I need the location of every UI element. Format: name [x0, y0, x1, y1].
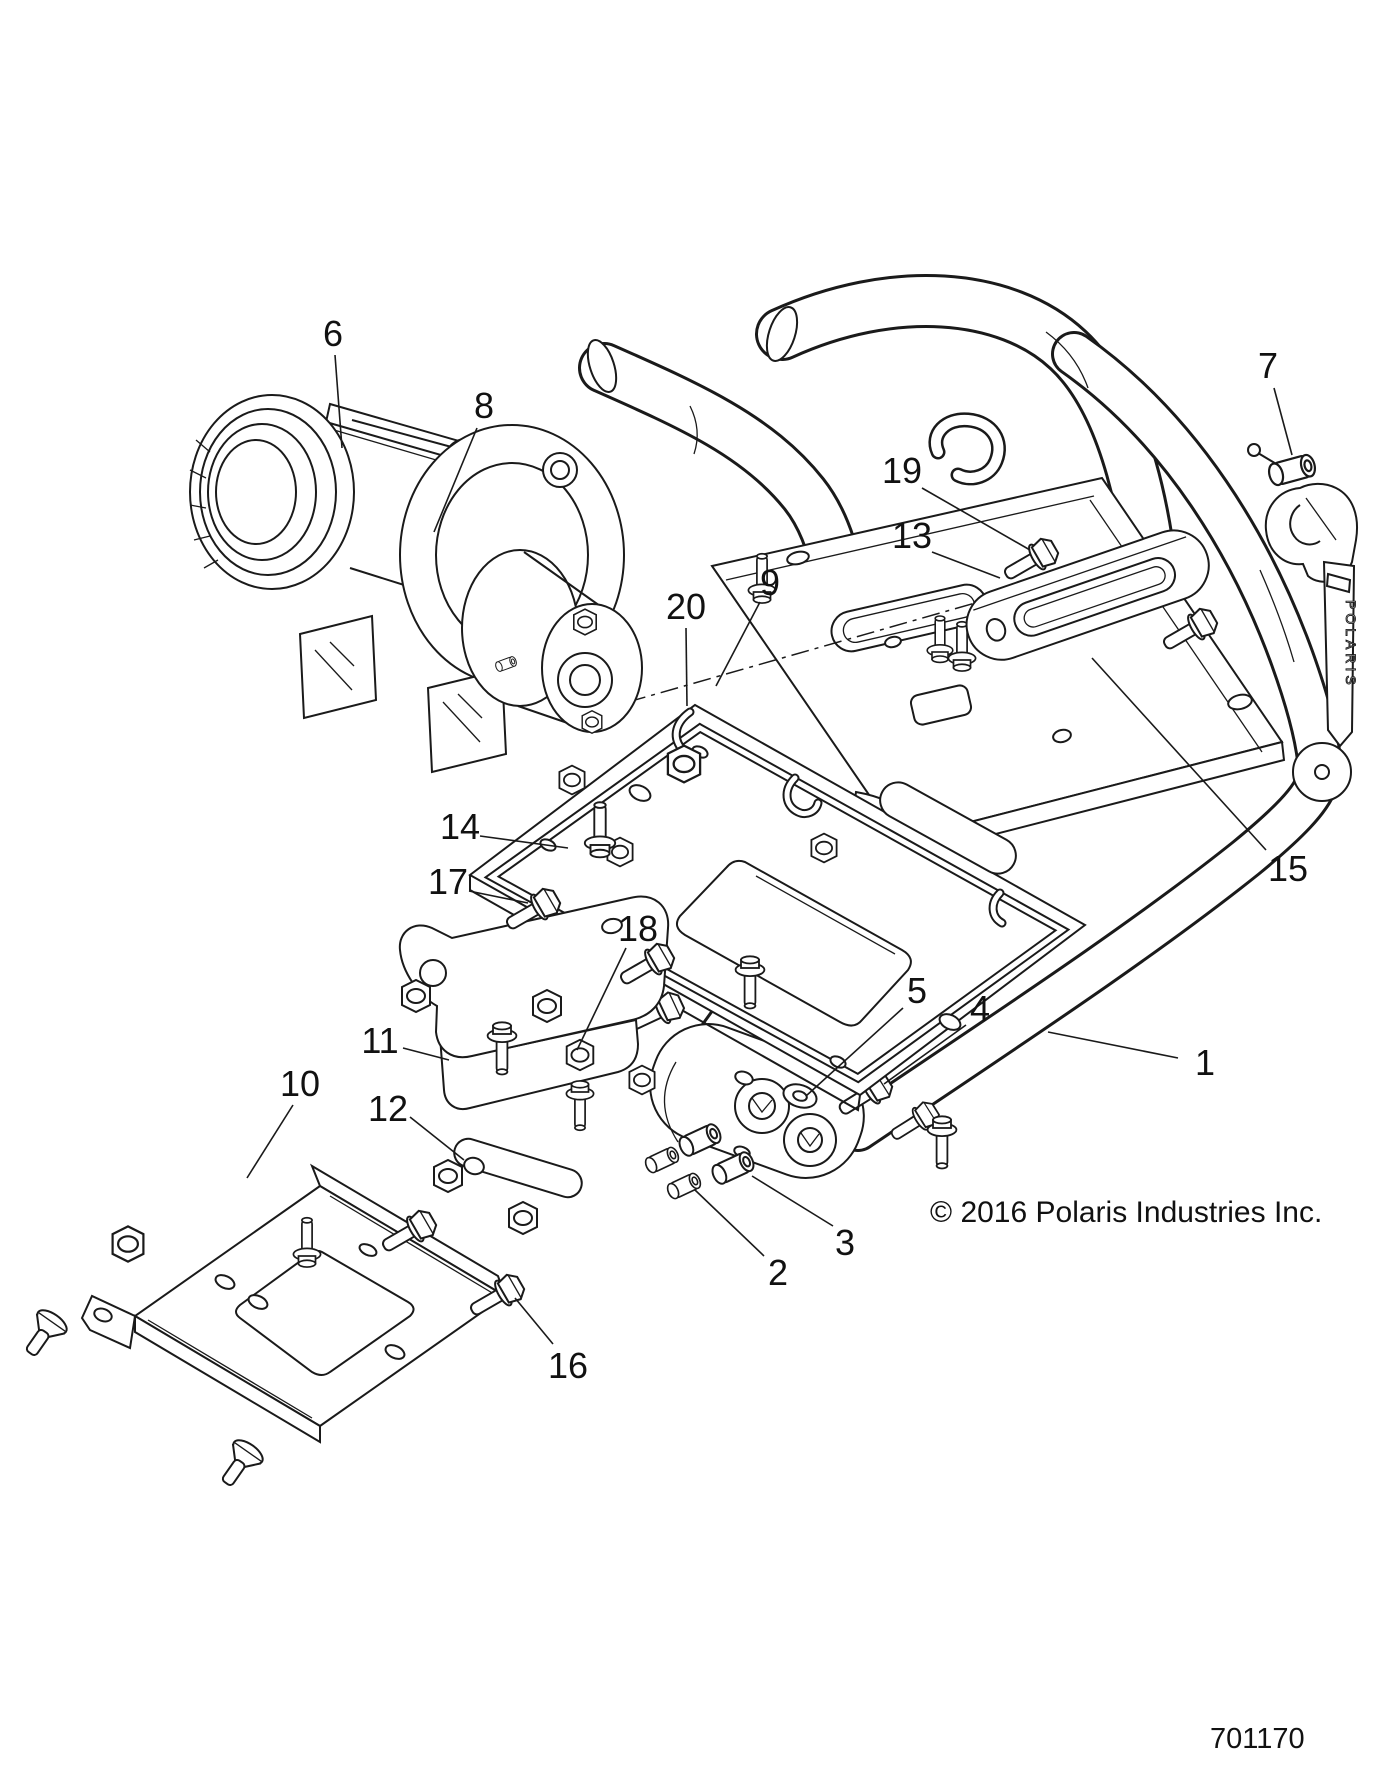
lower-mount-plate: [15, 1159, 538, 1494]
callout-leader-2: [694, 1189, 765, 1257]
flat-head-screw: [15, 1304, 72, 1364]
nut: [433, 1159, 463, 1193]
callout-6: 6: [323, 313, 343, 354]
callout-leader-1: [1047, 1031, 1179, 1059]
callout-1: 1: [1195, 1042, 1215, 1083]
hook-strap: [1322, 560, 1356, 748]
callout-7: 7: [1258, 345, 1278, 386]
callout-15: 15: [1268, 848, 1308, 889]
winch-mount-plate: [468, 703, 1087, 1170]
callout-leader-9: [715, 601, 761, 687]
callout-2: 2: [768, 1252, 788, 1293]
plate-emboss: [675, 859, 912, 1027]
callout-leader-15: [1091, 657, 1267, 851]
washer-strip: [453, 1137, 583, 1199]
callout-3: 3: [835, 1222, 855, 1263]
callout-leader-11: [402, 1047, 450, 1061]
copyright-text: © 2016 Polaris Industries Inc.: [930, 1196, 1322, 1229]
flat-head-screw: [211, 1434, 268, 1494]
fairlead: [926, 529, 1222, 664]
mount-bracket: [398, 883, 679, 1132]
hook-clevis-pin: [1265, 452, 1319, 488]
callout-11: 11: [361, 1020, 398, 1061]
flange-nut: [111, 1225, 145, 1263]
callout-14: 14: [440, 806, 480, 847]
callout-8: 8: [474, 385, 494, 426]
callout-leader-7: [1273, 387, 1293, 456]
strap-label: POLARIS: [1343, 600, 1359, 689]
nut: [810, 832, 838, 864]
callout-9: 9: [760, 562, 780, 603]
callout-20: 20: [666, 586, 706, 627]
deck-opening: [909, 684, 973, 726]
winch-hook: POLARIS: [1247, 443, 1359, 748]
callout-4: 4: [970, 988, 990, 1029]
spacer: [642, 1144, 682, 1176]
callout-5: 5: [907, 970, 927, 1011]
nut: [401, 979, 431, 1013]
callout-leader-4: [883, 1024, 967, 1085]
callout-leader-8: [433, 427, 478, 533]
callout-leader-17: [468, 890, 529, 904]
callout-leader-3: [751, 1175, 834, 1227]
figure-number: 701170: [1210, 1723, 1305, 1755]
callout-leader-20: [685, 627, 688, 707]
callout-leader-18: [576, 947, 627, 1051]
nut: [532, 989, 562, 1023]
callout-13: 13: [892, 515, 932, 556]
callout-leader-6: [334, 354, 343, 449]
nut: [558, 764, 586, 796]
callout-18: 18: [618, 908, 658, 949]
plate-slot: [879, 781, 1017, 875]
winch-motor: [461, 549, 643, 734]
callout-10: 10: [280, 1063, 320, 1104]
callout-leader-10: [246, 1104, 294, 1179]
nut: [628, 1064, 656, 1096]
callout-leader-19: [921, 487, 1031, 551]
winch-assembly: [189, 394, 643, 774]
callout-leader-16: [514, 1297, 554, 1345]
callout-leader-5: [805, 1007, 904, 1097]
stud-bolt: [565, 1080, 595, 1132]
winch-gear-housing: [189, 394, 355, 590]
callout-leader-13: [931, 551, 1001, 579]
flange-nut: [666, 744, 702, 784]
nut: [508, 1201, 538, 1235]
callout-12: 12: [368, 1088, 408, 1129]
callout-leader-14: [479, 835, 569, 849]
callout-17: 17: [428, 861, 468, 902]
callout-leader-12: [409, 1116, 465, 1161]
tube-cut-face: [765, 306, 799, 362]
tube-open-end: [586, 339, 618, 393]
callout-19: 19: [882, 450, 922, 491]
callout-16: 16: [548, 1345, 588, 1386]
spacer: [664, 1170, 704, 1202]
